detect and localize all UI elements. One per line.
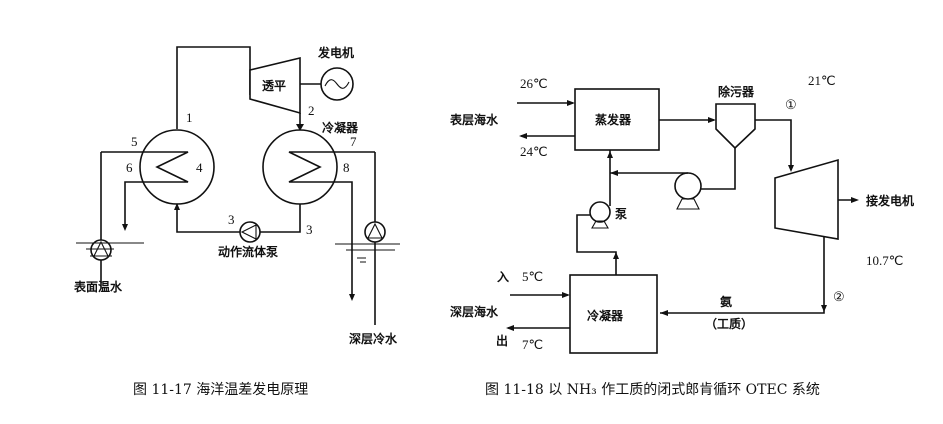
recirculation-pump-icon	[674, 172, 702, 200]
temp-deep-in: 5℃	[522, 269, 543, 284]
state-point-1: ①	[785, 97, 797, 112]
sea-level-icon	[335, 243, 400, 263]
condenser-coil	[288, 151, 375, 298]
arrow-icon	[851, 197, 859, 203]
temp-surface-out: 24℃	[520, 144, 548, 159]
temp-surface-in: 26℃	[520, 76, 548, 91]
arrow-icon	[519, 133, 527, 139]
caption-11-18: 图 11-18 以 NH₃ 作工质的闭式郎肯循环 OTEC 系统	[485, 382, 820, 398]
to-generator-label: 接发电机	[866, 193, 914, 208]
state-point-2: ②	[833, 289, 845, 304]
evaporator-box	[574, 88, 660, 151]
ac-wave-icon	[324, 79, 350, 89]
pump-label: 泵	[615, 207, 627, 221]
pump-base-icon	[676, 198, 700, 210]
point-8-label: 8	[343, 160, 350, 175]
arrow-icon	[708, 117, 716, 123]
surface-water-label: 表面温水	[73, 279, 123, 294]
figure-11-18: 蒸发器 26℃ 24℃ 表层海水 除污器 21℃ ① 接发电机 10.7℃ ② …	[449, 73, 914, 398]
arrow-icon	[174, 203, 180, 210]
inlet-label: 入	[497, 270, 509, 284]
surface-seawater-label: 表层海水	[449, 112, 499, 127]
point-7-label: 7	[350, 134, 357, 149]
deep-water-label: 深层冷水	[349, 331, 398, 346]
evaporator-label: 蒸发器	[595, 112, 632, 127]
pump-triangle-icon	[240, 224, 257, 240]
arrow-icon	[607, 151, 613, 158]
outlet-label: 出	[496, 333, 508, 348]
arrow-icon	[122, 224, 128, 231]
arrow-icon	[567, 100, 575, 106]
turbine-feed-line	[755, 119, 792, 170]
temp-turbine-out: 10.7℃	[866, 253, 903, 268]
point-1-label: 1	[186, 110, 193, 125]
arrow-icon	[349, 294, 355, 301]
point-6-label: 6	[126, 160, 133, 175]
condenser-label: 冷凝器	[322, 120, 359, 135]
arrow-icon	[296, 124, 304, 131]
feed-pump-icon	[589, 201, 611, 223]
point-2-label: 2	[308, 103, 315, 118]
separator-drain-line	[698, 148, 736, 190]
figure-11-17: 透平 发电机 2 1 冷凝器 5 6 4 表面温水 7 8	[73, 45, 400, 398]
evaporator-icon	[139, 129, 215, 205]
point-5-label: 5	[131, 134, 138, 149]
condenser-box	[569, 274, 658, 354]
separator-icon	[715, 103, 756, 150]
separator-label: 除污器	[718, 84, 755, 99]
working-fluid-label: （工质）	[705, 316, 753, 331]
arrow-icon	[821, 305, 827, 312]
point-3a-label: 3	[228, 212, 235, 227]
arrow-icon	[506, 325, 514, 331]
ammonia-label: 氨	[720, 294, 732, 309]
turbine-icon	[774, 158, 839, 240]
temp-turbine-in: 21℃	[808, 73, 836, 88]
arrow-icon	[613, 252, 619, 259]
pump-label: 动作流体泵	[218, 244, 278, 259]
temp-deep-out: 7℃	[522, 337, 543, 352]
pump-base-icon	[591, 220, 609, 229]
ammonia-return-line	[660, 237, 825, 314]
arrow-icon	[610, 170, 618, 176]
feed-line	[576, 214, 617, 275]
sea-surface-icon	[76, 242, 144, 257]
generator-label: 发电机	[317, 45, 354, 60]
fluid-return-line	[176, 204, 240, 233]
pump-triangle-icon	[367, 222, 383, 239]
arrow-icon	[562, 292, 570, 298]
condenser-icon	[262, 129, 338, 205]
turbine-label: 透平	[262, 79, 286, 93]
deep-seawater-label: 深层海水	[450, 304, 499, 319]
fluid-supply-line	[260, 204, 301, 233]
arrow-icon	[788, 165, 794, 172]
point-3b-label: 3	[306, 222, 313, 237]
evaporator-coil	[101, 151, 189, 228]
caption-11-17: 图 11-17 海洋温差发电原理	[133, 382, 308, 398]
point-4-label: 4	[196, 160, 203, 175]
arrow-icon	[660, 310, 668, 316]
condenser-label: 冷凝器	[587, 308, 624, 323]
